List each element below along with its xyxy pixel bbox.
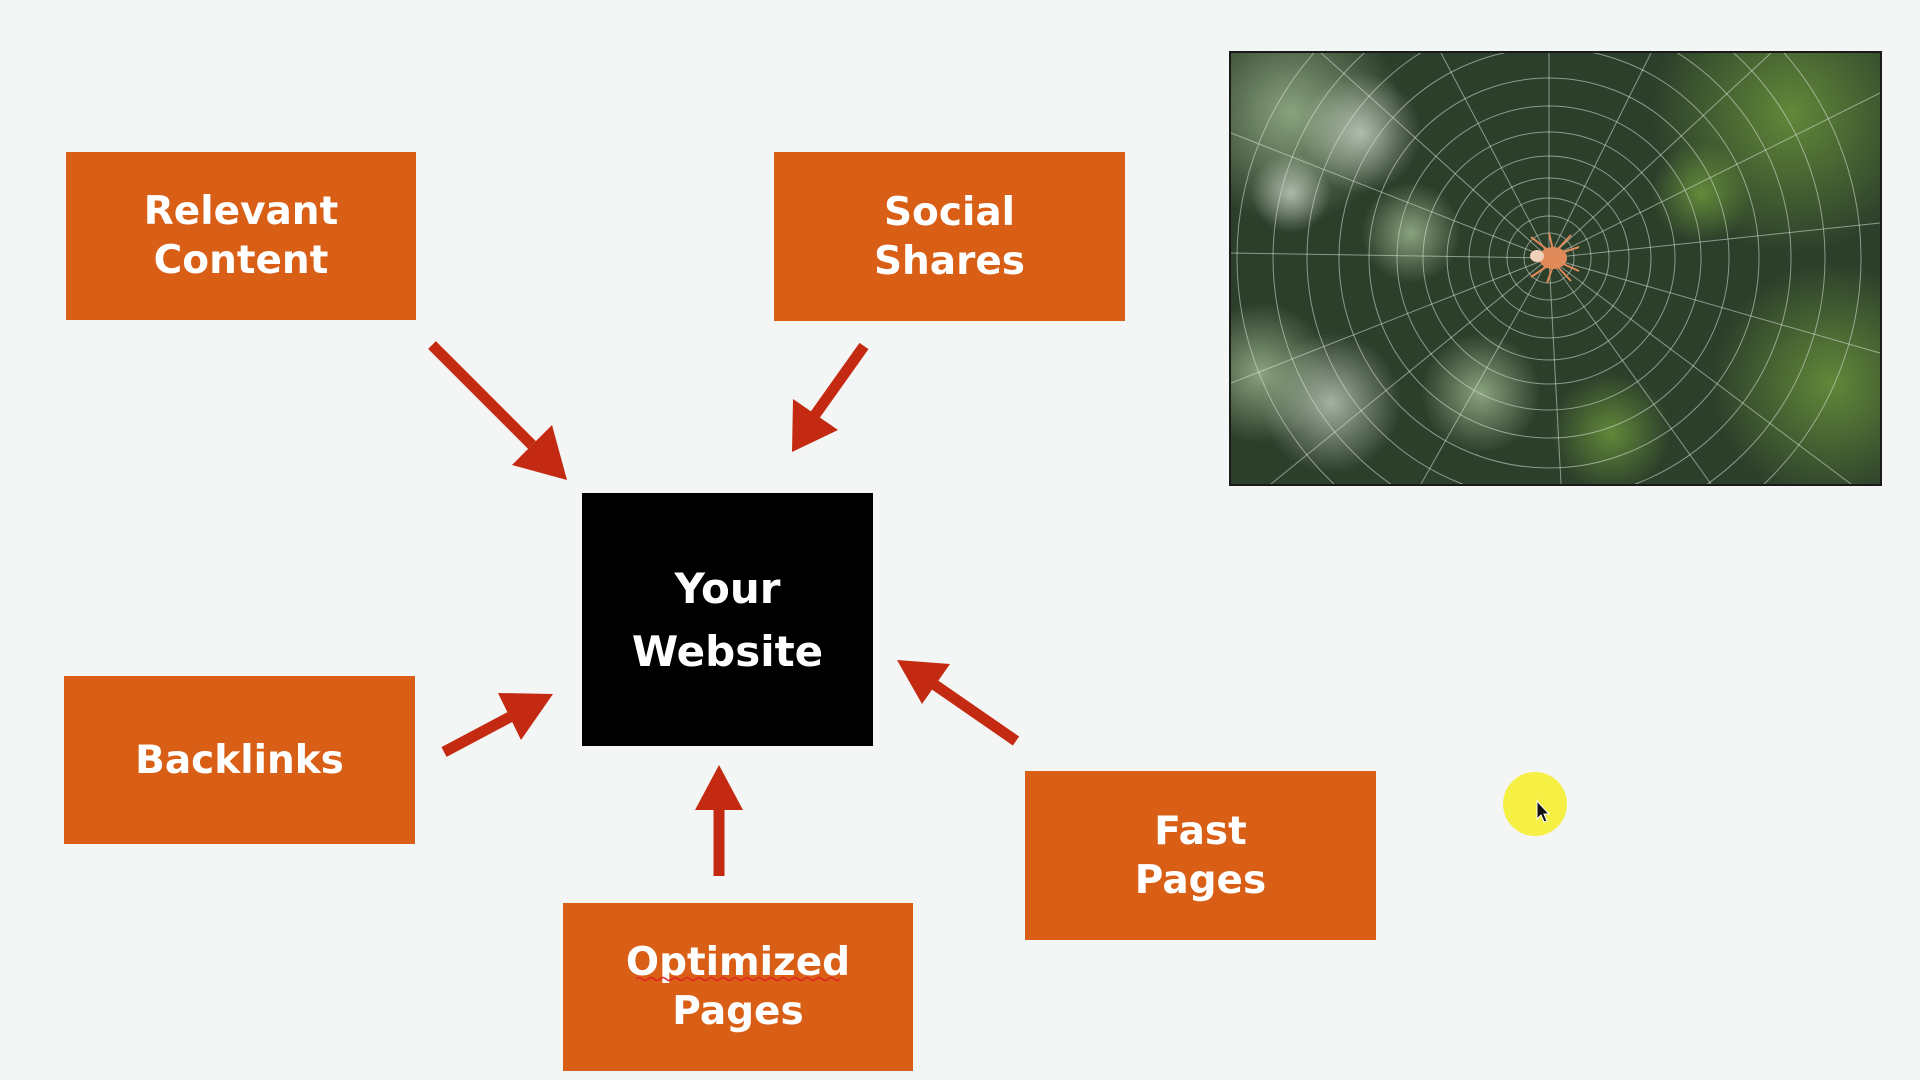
node-relevant-content-line1: Relevant xyxy=(143,189,339,234)
node-social-shares-line1: Social xyxy=(883,189,1016,235)
mouse-pointer-icon xyxy=(1536,799,1551,823)
node-social-shares-line2: Shares xyxy=(873,238,1026,284)
arrow-icon xyxy=(695,765,743,810)
node-your-website: Your Website xyxy=(582,493,873,746)
node-backlinks-line1: Backlinks xyxy=(135,737,344,783)
cursor-highlight xyxy=(1503,772,1567,836)
node-backlinks: Backlinks xyxy=(64,676,415,844)
arrow-icon xyxy=(498,693,553,740)
arrow-social-shares xyxy=(792,342,869,452)
node-relevant-content-line2: Content xyxy=(153,238,329,283)
node-optimized-pages: Optimized Pages xyxy=(563,903,913,1071)
arrow-icon xyxy=(512,425,567,480)
node-relevant-content: Relevant Content xyxy=(66,152,416,320)
node-your-website-line1: Your xyxy=(674,563,781,613)
arrow-backlinks xyxy=(441,693,553,757)
arrow-icon xyxy=(897,660,950,704)
node-social-shares: Social Shares xyxy=(774,152,1125,321)
arrow-fast-pages xyxy=(897,660,1020,746)
spider-web-photo xyxy=(1229,51,1882,486)
spider xyxy=(1530,232,1580,284)
node-fast-pages: Fast Pages xyxy=(1025,771,1376,940)
node-fast-pages-line1: Fast xyxy=(1154,808,1247,854)
node-your-website-line2: Website xyxy=(631,626,824,676)
node-optimized-pages-line2: Pages xyxy=(672,989,804,1034)
node-fast-pages-line2: Pages xyxy=(1134,857,1267,903)
arrow-relevant-content xyxy=(428,341,567,480)
arrow-optimized-pages xyxy=(695,765,743,876)
spellcheck-underline xyxy=(636,976,840,982)
arrow-icon xyxy=(792,399,838,452)
